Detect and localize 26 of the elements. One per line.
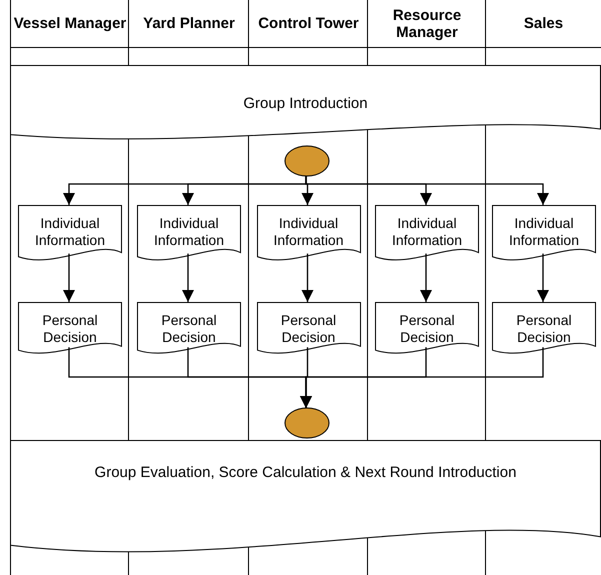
- arrow: [420, 254, 432, 302]
- arrow: [537, 254, 549, 302]
- arrow: [182, 254, 194, 302]
- process-label: Group Evaluation, Score Calculation & Next Round Introduction: [94, 464, 516, 481]
- arrow: [305, 176, 549, 205]
- process-label: Individual Information: [34, 215, 106, 248]
- arrow: [300, 347, 544, 408]
- arrow: [302, 254, 314, 302]
- process-label: Group Introduction: [243, 95, 368, 112]
- lane-header: Vessel Manager: [14, 15, 126, 32]
- lane-header: Resource Manager: [392, 6, 462, 40]
- process-label: Personal Decision: [516, 312, 572, 345]
- process-label: Individual Information: [273, 215, 344, 248]
- junction-ellipse: [284, 145, 330, 177]
- process-label: Personal Decision: [399, 312, 455, 345]
- process-label: Personal Decision: [280, 312, 336, 345]
- process-label: Personal Decision: [161, 312, 217, 345]
- process-label: Individual Information: [392, 215, 462, 248]
- lane-header: Yard Planner: [143, 15, 235, 32]
- junction-ellipse: [284, 407, 330, 439]
- process-label: Individual Information: [154, 215, 224, 248]
- process-label: Individual Information: [508, 215, 580, 248]
- lane-header: Control Tower: [258, 15, 359, 32]
- process-label: Personal Decision: [42, 312, 98, 345]
- arrow: [63, 254, 75, 302]
- lane-header: Sales: [524, 15, 564, 32]
